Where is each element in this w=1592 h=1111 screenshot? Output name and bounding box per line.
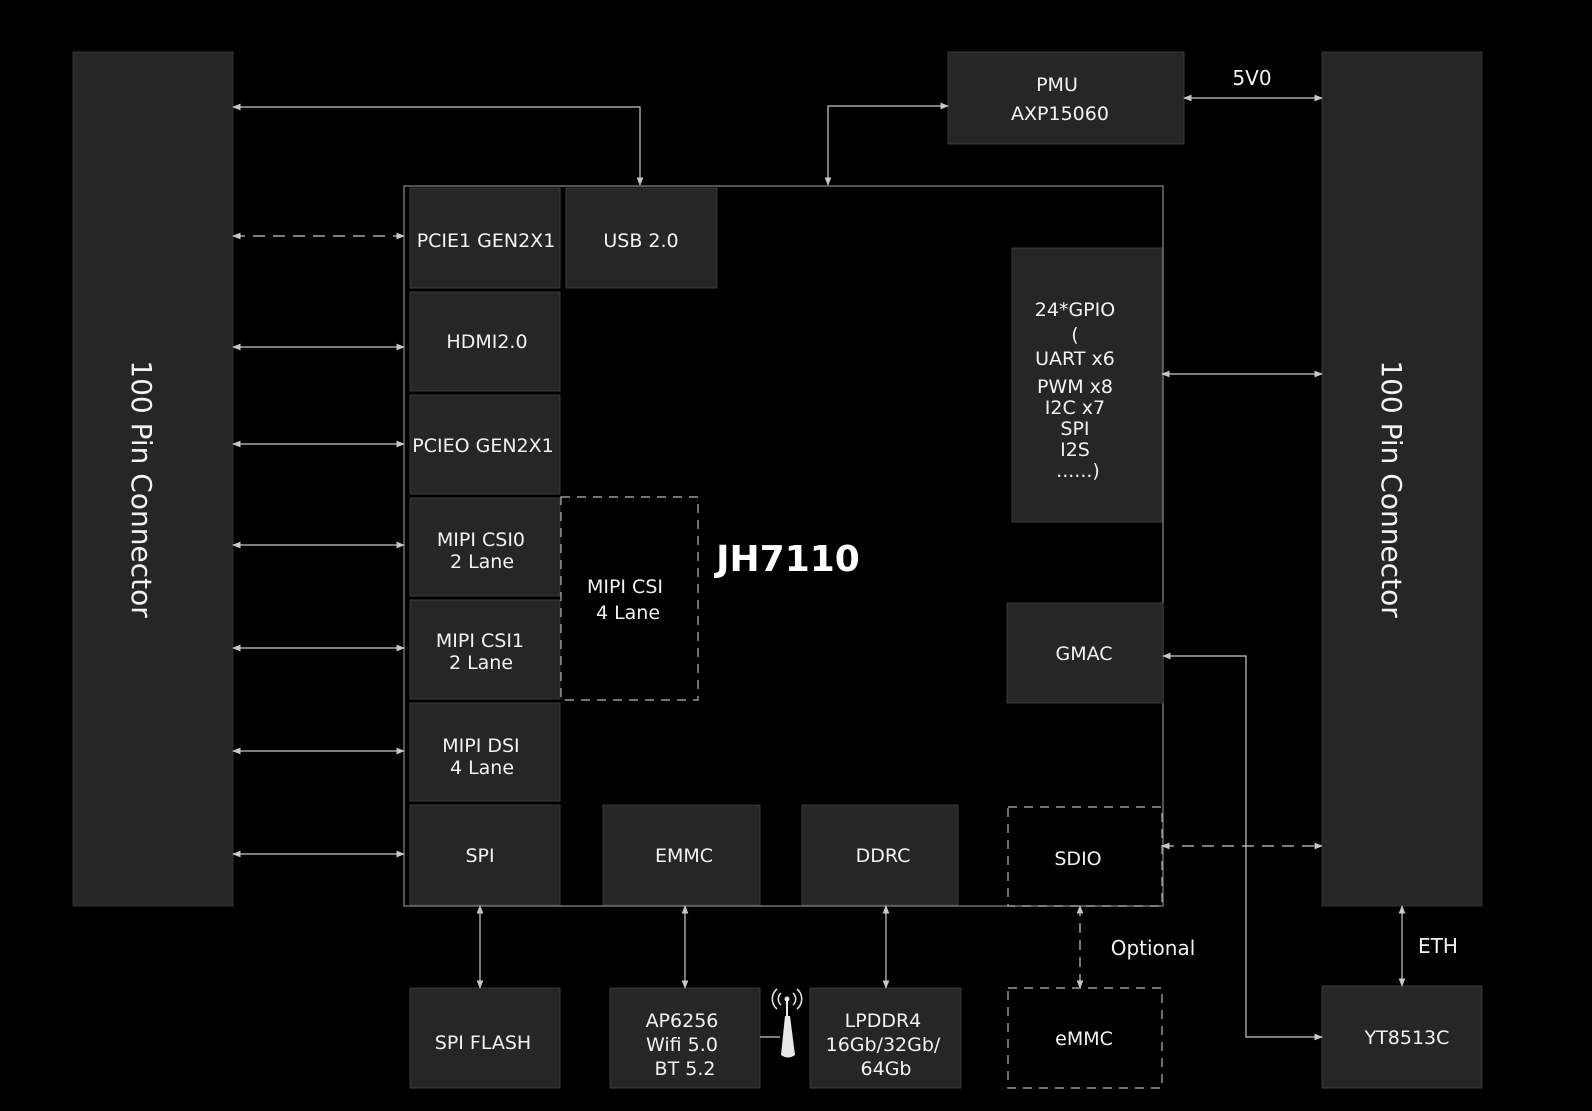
- hdmi-block: HDMI2.0: [409, 291, 561, 392]
- ddrc-label: DDRC: [856, 845, 911, 867]
- mipi-csi-4lane-label: MIPI CSI 4 Lane: [587, 576, 669, 624]
- pcie1-label: PCIE1 GEN2X1: [417, 230, 556, 252]
- phy-block: YT8513C: [1321, 985, 1483, 1089]
- mipi-csi0-block: MIPI CSI0 2 Lane: [409, 497, 561, 597]
- connection-lines: [232, 94, 1406, 1041]
- right-pin-connector: 100 Pin Connector: [1321, 51, 1483, 907]
- spi-flash-block: SPI FLASH: [409, 987, 561, 1089]
- spi-label: SPI: [465, 845, 494, 867]
- pmu-label: PMU AXP15060: [1011, 74, 1109, 125]
- spi-flash-label: SPI FLASH: [435, 1032, 531, 1054]
- pcie0-block: PCIEO GEN2X1: [409, 394, 561, 495]
- hdmi-label: HDMI2.0: [446, 331, 527, 353]
- left-pin-connector: 100 Pin Connector: [72, 51, 234, 907]
- chip-name: JH7110: [713, 539, 860, 580]
- usb-block: USB 2.0: [565, 187, 718, 289]
- sdio-block: SDIO: [1007, 806, 1163, 907]
- ddrc-block: DDRC: [801, 804, 959, 906]
- optional-label: Optional: [1111, 936, 1196, 960]
- pcie1-block: PCIE1 GEN2X1: [409, 187, 561, 289]
- emmc-controller-label: EMMC: [655, 845, 713, 867]
- spi-block: SPI: [409, 804, 561, 906]
- supply-5v0-label: 5V0: [1232, 66, 1271, 90]
- left-connector-label: 100 Pin Connector: [125, 360, 158, 618]
- lpddr4-label: LPDDR4 16Gb/32Gb/ 64Gb: [826, 1010, 947, 1080]
- pmu-block: PMU AXP15060: [947, 51, 1185, 145]
- gmac-label: GMAC: [1055, 643, 1112, 665]
- phy-label: YT8513C: [1364, 1027, 1450, 1049]
- mipi-csi0-label: MIPI CSI0 2 Lane: [437, 529, 531, 573]
- mipi-csi1-label: MIPI CSI1 2 Lane: [436, 630, 530, 674]
- wifi-antenna-icon: [760, 988, 803, 1058]
- lpddr4-block: LPDDR4 16Gb/32Gb/ 64Gb: [809, 987, 962, 1089]
- sdio-label: SDIO: [1054, 848, 1101, 870]
- gpio-label: 24*GPIO ( UART x6 PWM x8 I2C x7 SPI I2S …: [1035, 299, 1121, 482]
- emmc-optional-label: eMMC: [1055, 1028, 1113, 1050]
- wifi-module-block: AP6256 Wifi 5.0 BT 5.2: [609, 987, 761, 1089]
- pcie0-label: PCIEO GEN2X1: [412, 435, 553, 457]
- mipi-dsi-block: MIPI DSI 4 Lane: [409, 702, 561, 802]
- mipi-csi1-block: MIPI CSI1 2 Lane: [409, 599, 561, 700]
- usb-label: USB 2.0: [603, 230, 678, 252]
- gpio-block: 24*GPIO ( UART x6 PWM x8 I2C x7 SPI I2S …: [1011, 247, 1163, 523]
- wifi-module-label: AP6256 Wifi 5.0 BT 5.2: [646, 1010, 725, 1080]
- mipi-csi-4lane-block: MIPI CSI 4 Lane: [560, 496, 699, 701]
- mipi-dsi-label: MIPI DSI 4 Lane: [442, 735, 525, 779]
- emmc-controller-block: EMMC: [602, 804, 761, 906]
- gmac-block: GMAC: [1006, 602, 1164, 704]
- right-connector-label: 100 Pin Connector: [1375, 360, 1408, 618]
- emmc-optional-block: eMMC: [1007, 987, 1163, 1089]
- eth-label: ETH: [1418, 934, 1458, 958]
